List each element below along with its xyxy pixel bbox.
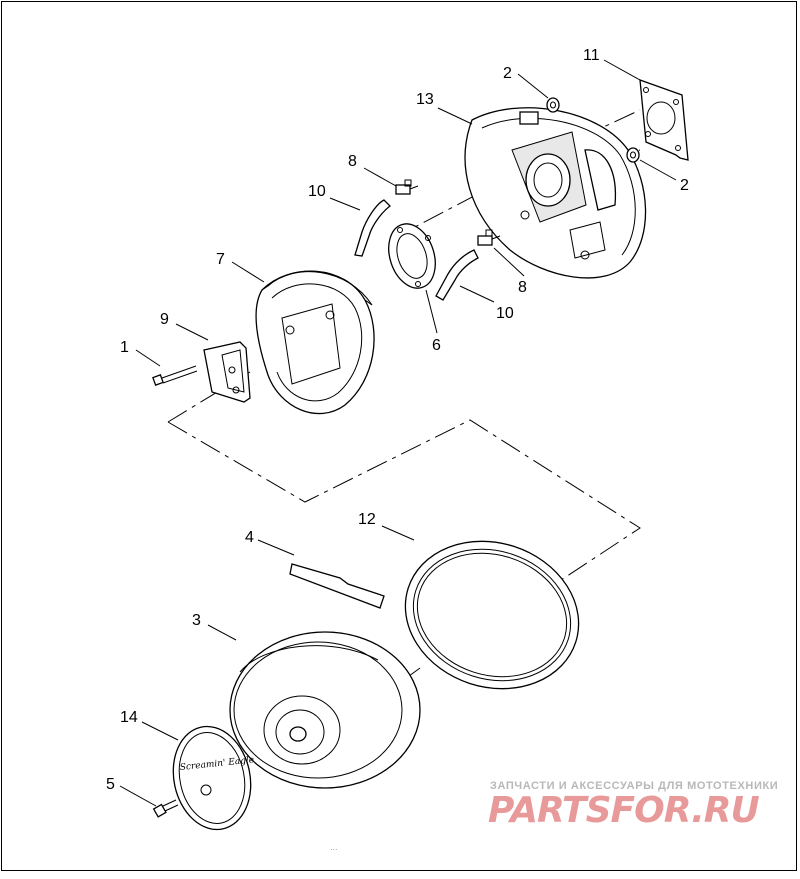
gasket-ring-part-6 [388, 223, 436, 289]
callout-6: 6 [432, 337, 441, 354]
seal-part-2-lower [626, 147, 640, 163]
callout-14: 14 [120, 709, 138, 726]
callout-2-lower: 2 [680, 177, 689, 194]
callout-2-upper: 2 [503, 65, 512, 82]
screw-part-1 [152, 365, 198, 386]
medallion-part-14: Screamin' Eagle [172, 725, 255, 831]
seal-ring-part-12 [404, 540, 580, 690]
callout-8-upper: 8 [348, 153, 357, 170]
callout-3: 3 [192, 612, 201, 629]
callout-10-lower: 10 [496, 305, 514, 322]
watermark-logo: PARTSFOR.RU [488, 790, 760, 831]
callout-1: 1 [120, 339, 129, 356]
breather-bolt-part-8-lower [477, 229, 501, 246]
callout-5: 5 [106, 776, 115, 793]
callout-11: 11 [583, 47, 600, 64]
callout-9: 9 [160, 311, 169, 328]
breather-hose-part-10-lower [435, 249, 479, 301]
watermark-tagline: ЗАПЧАСТИ И АКСЕССУАРЫ ДЛЯ МОТОТЕХНИКИ [490, 780, 779, 792]
gasket-part-11 [639, 79, 689, 161]
screw-part-5 [152, 799, 179, 818]
callout-13: 13 [416, 91, 434, 108]
callout-4: 4 [245, 529, 254, 546]
filter-element-part-7 [255, 270, 375, 415]
breather-hose-part-10-upper [354, 199, 391, 257]
callout-7: 7 [216, 251, 225, 268]
seal-part-2-upper [546, 97, 560, 113]
callout-8-lower: 8 [518, 279, 527, 296]
leader-lines [119, 59, 677, 807]
watermark-bottom-text: ... [330, 842, 338, 852]
foam-strip-part-4 [289, 563, 385, 609]
callout-labels: 1 2 2 3 4 5 6 7 8 8 9 10 10 11 12 13 14 [106, 47, 689, 793]
bracket-part-9 [203, 341, 251, 403]
callout-12: 12 [358, 511, 376, 528]
breather-bolt-part-8-upper [395, 179, 419, 195]
cover-part-3 [229, 631, 421, 789]
callout-10-upper: 10 [308, 183, 326, 200]
backplate-part-13 [464, 107, 647, 279]
